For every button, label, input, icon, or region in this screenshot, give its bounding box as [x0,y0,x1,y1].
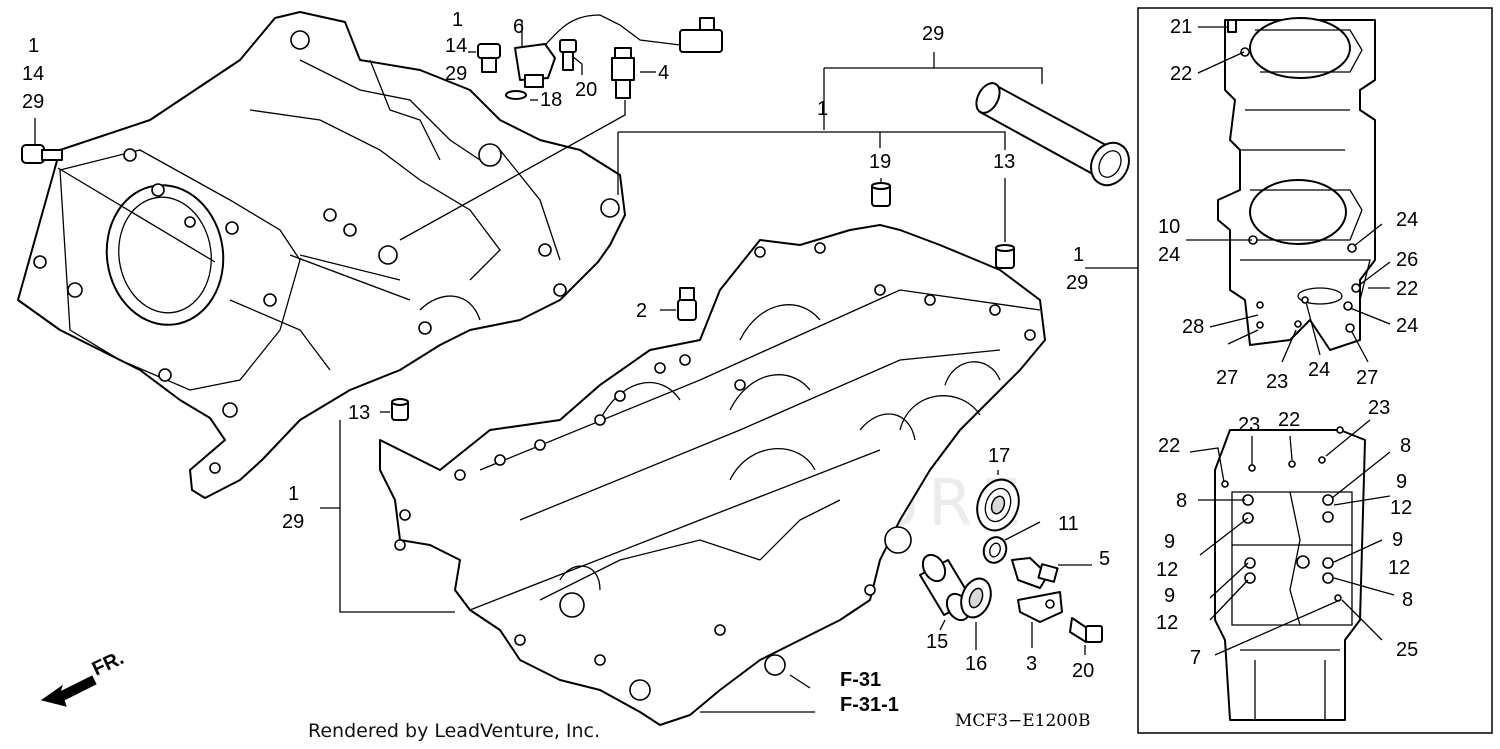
leader-lines [1186,26,1395,656]
callout-number: 21 [1170,16,1192,38]
callout-number: 24 [1158,244,1180,266]
callout-number: 29 [282,511,304,533]
callout-number: 14 [22,63,44,85]
callout-number: 24 [1396,315,1418,337]
crankcase-bolt [21,144,63,164]
callout-number: 28 [1182,316,1204,338]
diagram-code: MCF3−E1200B [955,711,1090,731]
callout-number: 11 [1058,513,1079,535]
callout-number: 1 [28,35,39,57]
sensor-bolt [559,39,577,71]
callout-number: 17 [988,445,1010,467]
callout-number: 15 [926,631,948,653]
callout-number: 1 [817,98,828,120]
callout-number: 23 [1238,414,1260,436]
crankshaft-sleeve [975,82,1130,187]
callout-number: 1 [288,483,299,505]
callout-number: 9 [1164,585,1175,607]
neutral-switch [1011,557,1059,589]
callout-number: 25 [1396,639,1418,661]
callout-number: 29 [22,91,44,113]
callout-number: 20 [1072,660,1094,682]
callout-number: 18 [540,89,562,111]
callout-number: 26 [1396,249,1418,271]
oil-pressure-switch [611,47,635,99]
callout-number: 24 [1308,359,1330,381]
upper-crankcase-half [17,11,626,499]
callout-number: 24 [1396,209,1418,231]
callout-number: 8 [1400,435,1411,457]
callout-number: 22 [1278,409,1300,431]
dowel-pin [391,398,409,421]
callout-number: 8 [1176,490,1187,512]
callout-number: 27 [1356,367,1378,389]
dowel-pin [995,244,1015,269]
callout-number: 23 [1368,397,1390,419]
callout-number: 6 [513,16,524,38]
switch-plate [1017,591,1063,623]
callout-number: 12 [1390,497,1412,519]
render-credit: Rendered by LeadVenture, Inc. [308,720,600,742]
callout-number: 13 [348,402,370,424]
callout-number: 16 [965,653,987,675]
callout-number: 1 [452,9,463,31]
callout-number: 22 [1158,435,1180,457]
dowel-pin [871,182,891,207]
ball-bearing [960,577,992,619]
callout-number: 22 [1396,278,1418,300]
callout-number: 5 [1099,548,1110,570]
callout-number: 22 [1170,63,1192,85]
callout-number: 4 [658,62,669,84]
callout-labels: 1 14 29 1 14 29 6 18 20 4 29 1 19 13 2 1… [22,9,1418,716]
lower-crankcase-half [379,224,1046,726]
callout-number: 19 [869,151,891,173]
callout-number: 12 [1156,559,1178,581]
callout-number: 9 [1396,471,1407,493]
callout-number: 10 [1158,216,1180,238]
callout-number: 12 [1156,612,1178,634]
wiring-connector [679,17,723,53]
callout-number: 7 [1190,647,1201,669]
callout-number: 27 [1216,367,1238,389]
oil-gallery-bolt [477,43,501,73]
stud-bolt [677,287,697,321]
callout-number: 29 [445,63,467,85]
callout-number: 1 [1073,244,1084,266]
callout-number: 8 [1402,589,1413,611]
callout-number: 2 [636,300,647,322]
callout-number: 29 [1066,272,1088,294]
callout-number: 12 [1388,557,1410,579]
callout-number: 3 [1026,653,1037,675]
page-reference: F-31 [840,669,881,691]
callout-number: 14 [445,35,467,57]
callout-number: 29 [922,23,944,45]
callout-number: 20 [575,79,597,101]
speed-sensor [514,14,681,88]
callout-number: 9 [1164,531,1175,553]
o-ring [505,90,527,100]
oil-seal [982,536,1008,564]
callout-number: 13 [993,151,1015,173]
callout-number: 9 [1392,529,1403,551]
front-label: FR. [89,647,127,681]
page-reference: F-31-1 [840,694,899,716]
crankcase-bolt-layout-upper [1217,17,1376,351]
plate-bolt [1069,617,1103,643]
front-direction-arrow: FR. [40,647,127,707]
callout-number: 23 [1266,371,1288,393]
detail-panel-frame [1137,7,1493,734]
ball-bearing [976,478,1020,532]
